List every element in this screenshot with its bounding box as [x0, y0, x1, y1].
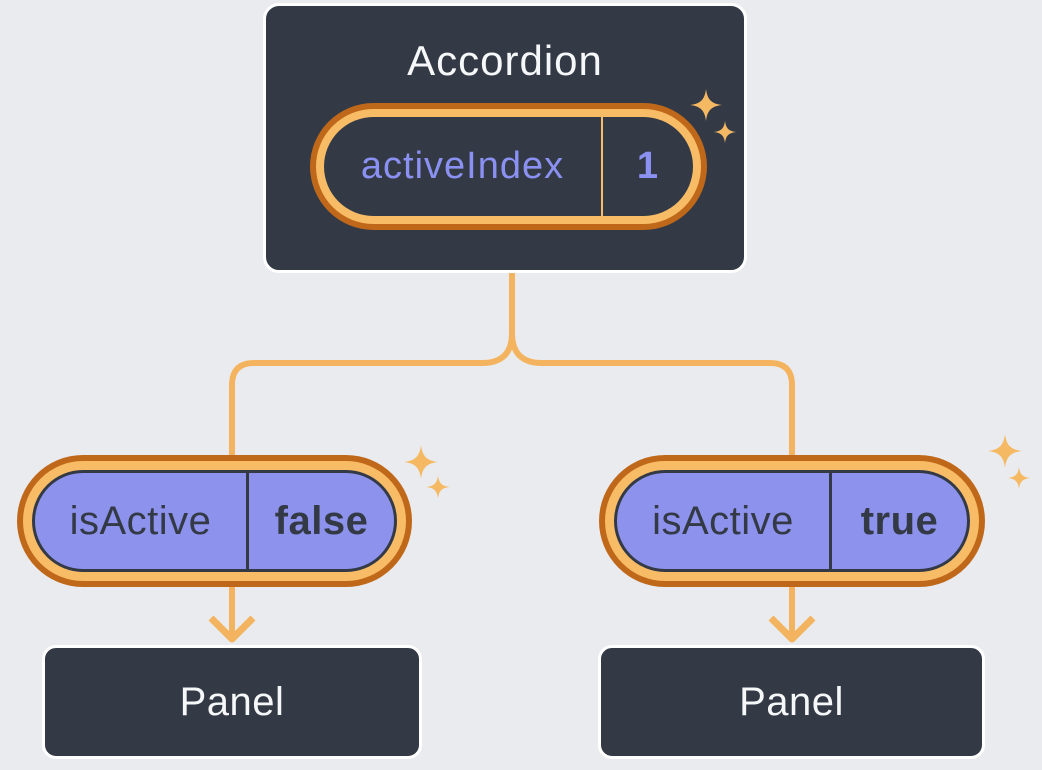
- panel-title: Panel: [179, 679, 285, 724]
- sparkles-icon: [690, 89, 736, 143]
- is-active-pill-left: isActive false: [32, 470, 397, 572]
- prop-pill-divider: [246, 473, 249, 569]
- state-pill-value: 1: [636, 145, 660, 187]
- arrow-left-head: [208, 615, 256, 643]
- sparkles-icon: [404, 445, 450, 499]
- accordion-node: Accordion activeIndex 1: [263, 3, 747, 273]
- state-pill-divider: [601, 117, 603, 216]
- active-index-state-pill: activeIndex 1: [324, 117, 693, 216]
- connector-right-branch: [509, 271, 795, 457]
- prop-pill-label: isActive: [69, 498, 212, 543]
- panel-node-left: Panel: [42, 645, 422, 759]
- state-pill-label: activeIndex: [360, 145, 565, 187]
- is-active-pill-right: isActive true: [614, 470, 970, 572]
- accordion-title: Accordion: [407, 37, 603, 84]
- panel-title: Panel: [739, 679, 844, 724]
- prop-pill-value: false: [274, 498, 369, 543]
- prop-pill-value: true: [860, 498, 939, 543]
- prop-pill-divider: [829, 473, 832, 569]
- arrow-right-head: [768, 615, 816, 643]
- panel-node-right: Panel: [598, 645, 985, 759]
- prop-pill-label: isActive: [652, 498, 794, 543]
- connector-left-branch: [229, 271, 515, 457]
- sparkles-icon: [988, 434, 1030, 489]
